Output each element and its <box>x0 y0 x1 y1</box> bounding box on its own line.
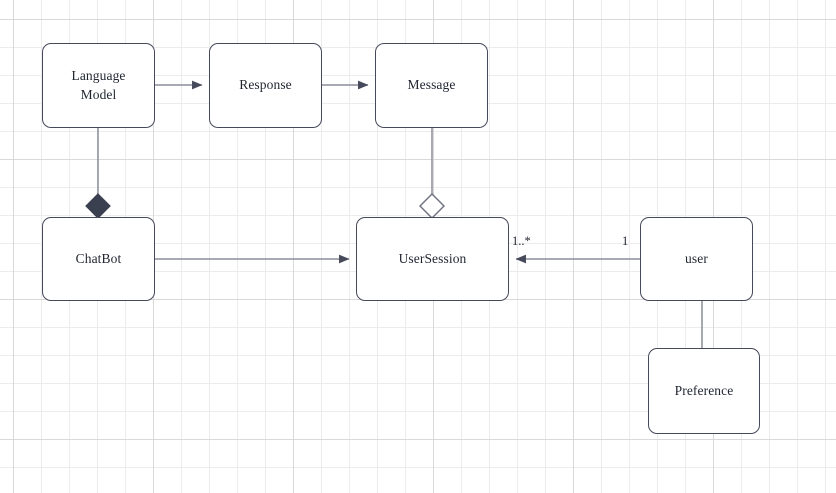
edge-label-target-multiplicity-usersession: 1..* <box>512 234 531 248</box>
node-preference-label: Preference <box>674 382 734 398</box>
hollow-diamond-marker <box>419 193 445 219</box>
node-user[interactable]: user <box>640 217 753 301</box>
node-message[interactable]: Message <box>375 43 488 128</box>
node-usersession-label: UserSession <box>398 250 467 266</box>
node-usersession[interactable]: UserSession <box>356 217 509 301</box>
node-user-label: user <box>685 250 708 266</box>
node-response[interactable]: Response <box>209 43 322 128</box>
edge-label-source-multiplicity-user: 1 <box>622 234 629 248</box>
node-language-model[interactable]: Language Model <box>42 43 155 128</box>
node-chatbot-label: ChatBot <box>75 250 122 266</box>
node-message-label: Message <box>407 77 456 93</box>
node-chatbot[interactable]: ChatBot <box>42 217 155 301</box>
node-response-label: Response <box>239 77 292 93</box>
filled-diamond-marker <box>85 193 111 219</box>
edge-chatbot-to-language-model <box>85 128 111 219</box>
edge-usersession-to-message <box>419 128 445 219</box>
node-language-model-label: Language Model <box>71 68 126 102</box>
node-preference[interactable]: Preference <box>648 348 760 434</box>
